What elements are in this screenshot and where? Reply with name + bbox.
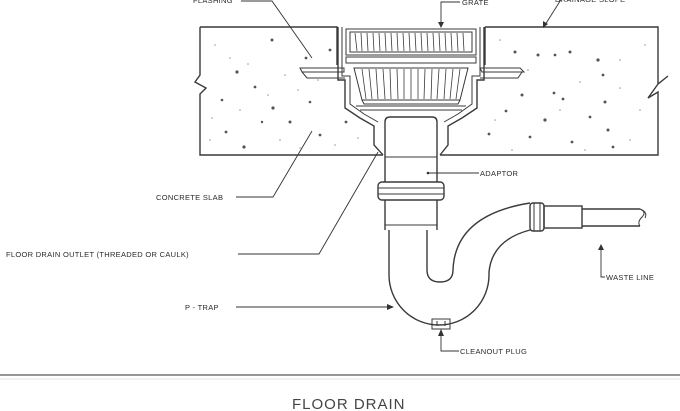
adaptor (377, 116, 445, 230)
svg-text:FLASHING: FLASHING (193, 0, 233, 5)
label-cleanout-plug: CLEANOUT PLUG (438, 329, 527, 356)
svg-text:CONCRETE SLAB: CONCRETE SLAB (156, 193, 223, 202)
drain-body (337, 27, 485, 156)
label-waste-line: WASTE LINE (598, 244, 654, 282)
concrete-slab (193, 26, 669, 156)
svg-text:CLEANOUT PLUG: CLEANOUT PLUG (460, 347, 527, 356)
label-floor-drain-outlet: FLOOR DRAIN OUTLET (THREADED OR CAULK) (6, 151, 379, 259)
concrete-aggregate-left (209, 38, 359, 149)
diagram-title: FLOOR DRAIN (292, 396, 406, 411)
svg-text:FLOOR DRAIN OUTLET (THREADED O: FLOOR DRAIN OUTLET (THREADED OR CAULK) (6, 250, 189, 259)
svg-text:WASTE LINE: WASTE LINE (606, 273, 654, 282)
label-drainage-slope: DRAINAGE SLOPE (543, 0, 625, 28)
concrete-aggregate-right (487, 39, 646, 151)
label-adaptor: ADAPTOR (426, 169, 519, 178)
svg-text:GRATE: GRATE (462, 0, 489, 7)
label-grate: GRATE (438, 0, 489, 28)
label-p-trap: P - TRAP (185, 303, 394, 312)
waste-line (529, 202, 647, 232)
svg-text:DRAINAGE SLOPE: DRAINAGE SLOPE (555, 0, 625, 4)
grate (345, 28, 477, 105)
flashing (299, 67, 526, 79)
svg-text:ADAPTOR: ADAPTOR (480, 169, 519, 178)
label-concrete-slab: CONCRETE SLAB (156, 130, 313, 202)
label-flashing: FLASHING (193, 0, 313, 59)
p-trap (388, 202, 531, 330)
svg-text:P - TRAP: P - TRAP (185, 303, 219, 312)
